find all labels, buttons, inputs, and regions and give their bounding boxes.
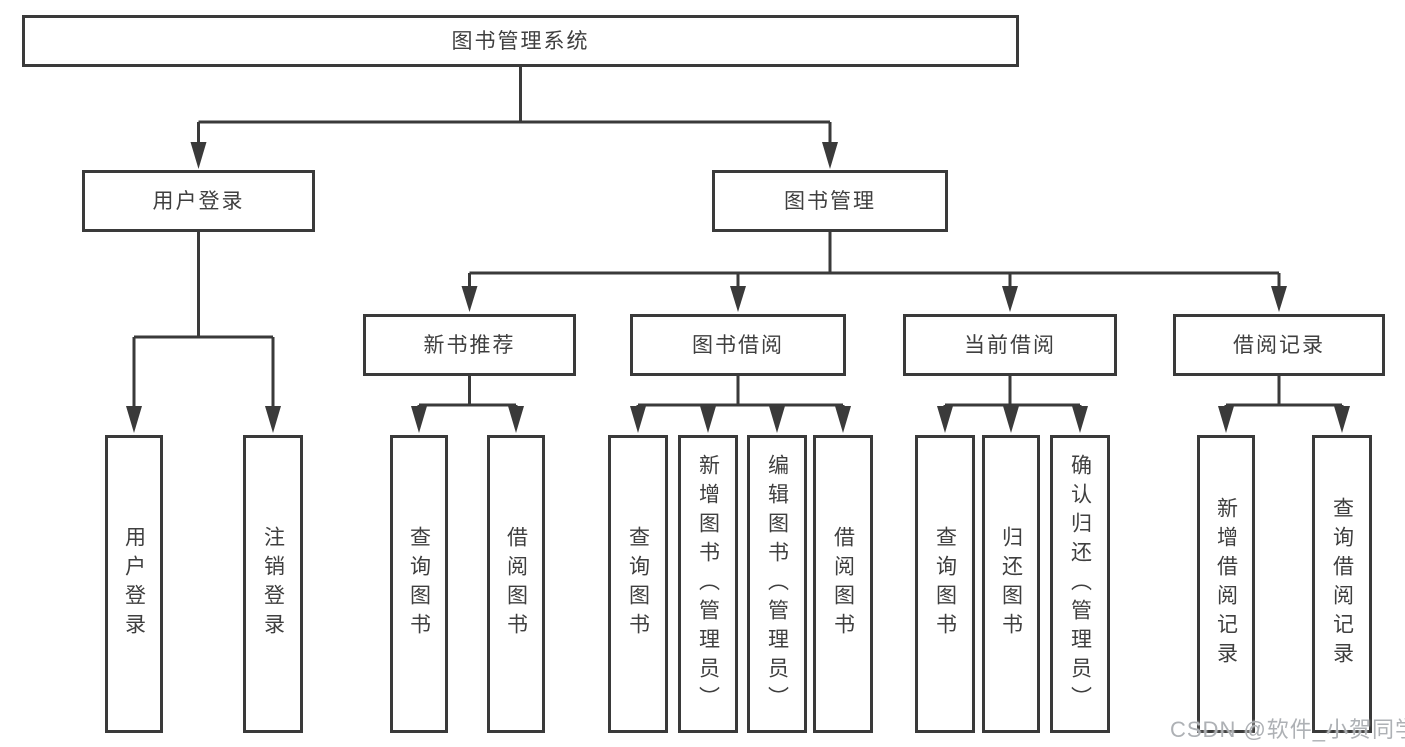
connector-user-login-to-leaves — [126, 232, 281, 433]
leaf-current-confirm-return-admin: 确认归还（管理员） — [1050, 435, 1110, 733]
node-label: 新书推荐 — [423, 333, 516, 357]
connector-root-to-level2 — [190, 67, 838, 169]
csdn-watermark: CSDN @软件_小贺同学 — [1170, 717, 1405, 742]
leaf-new-rec-query-books: 查询图书 — [390, 435, 448, 733]
leaf-current-query-books: 查询图书 — [915, 435, 975, 733]
node-user-login: 用户登录 — [82, 170, 315, 232]
leaf-current-return-books: 归还图书 — [982, 435, 1040, 733]
connector-book-borrow-to-leaves — [630, 376, 851, 433]
leaf-new-rec-borrow-books: 借阅图书 — [487, 435, 545, 733]
node-current-borrowing: 当前借阅 — [903, 314, 1117, 376]
leaf-borrow-query-books: 查询图书 — [608, 435, 668, 733]
node-label: 新增借阅记录 — [1214, 497, 1238, 671]
node-label: 确认归还（管理员） — [1068, 453, 1092, 715]
node-label: 查询图书 — [407, 526, 431, 642]
node-label: 查询图书 — [626, 526, 650, 642]
node-book-borrowing: 图书借阅 — [630, 314, 846, 376]
connector-current-borrow-to-leaves — [937, 376, 1088, 433]
node-label: 图书管理系统 — [451, 29, 590, 53]
leaf-user-login: 用户登录 — [105, 435, 163, 733]
node-label: 归还图书 — [999, 526, 1023, 642]
leaf-borrow-add-books-admin: 新增图书（管理员） — [678, 435, 738, 733]
node-label: 编辑图书（管理员） — [765, 453, 789, 715]
node-label: 图书管理 — [784, 189, 876, 213]
node-library-management-system: 图书管理系统 — [22, 15, 1019, 67]
node-label: 新增图书（管理员） — [696, 453, 720, 715]
connector-new-rec-to-leaves — [411, 376, 524, 433]
node-label: 查询图书 — [933, 526, 957, 642]
node-book-management: 图书管理 — [712, 170, 948, 232]
node-label: 借阅记录 — [1233, 333, 1325, 357]
leaf-records-query-record: 查询借阅记录 — [1312, 435, 1372, 733]
connector-book-mgmt-to-level3 — [461, 232, 1287, 312]
node-borrow-records: 借阅记录 — [1173, 314, 1385, 376]
node-label: 图书借阅 — [692, 333, 784, 357]
leaf-borrow-borrow-books: 借阅图书 — [813, 435, 873, 733]
node-label: 查询借阅记录 — [1330, 497, 1354, 671]
leaf-logout: 注销登录 — [243, 435, 303, 733]
node-label: 借阅图书 — [831, 526, 855, 642]
node-label: 用户登录 — [122, 526, 146, 642]
node-label: 借阅图书 — [504, 526, 528, 642]
node-label: 当前借阅 — [964, 333, 1056, 357]
node-label: 用户登录 — [152, 189, 245, 213]
leaf-borrow-edit-books-admin: 编辑图书（管理员） — [747, 435, 807, 733]
leaf-records-add-record: 新增借阅记录 — [1197, 435, 1255, 733]
connector-borrow-records-to-leaves — [1218, 376, 1350, 433]
node-label: 注销登录 — [261, 526, 285, 642]
node-new-book-recommend: 新书推荐 — [363, 314, 576, 376]
